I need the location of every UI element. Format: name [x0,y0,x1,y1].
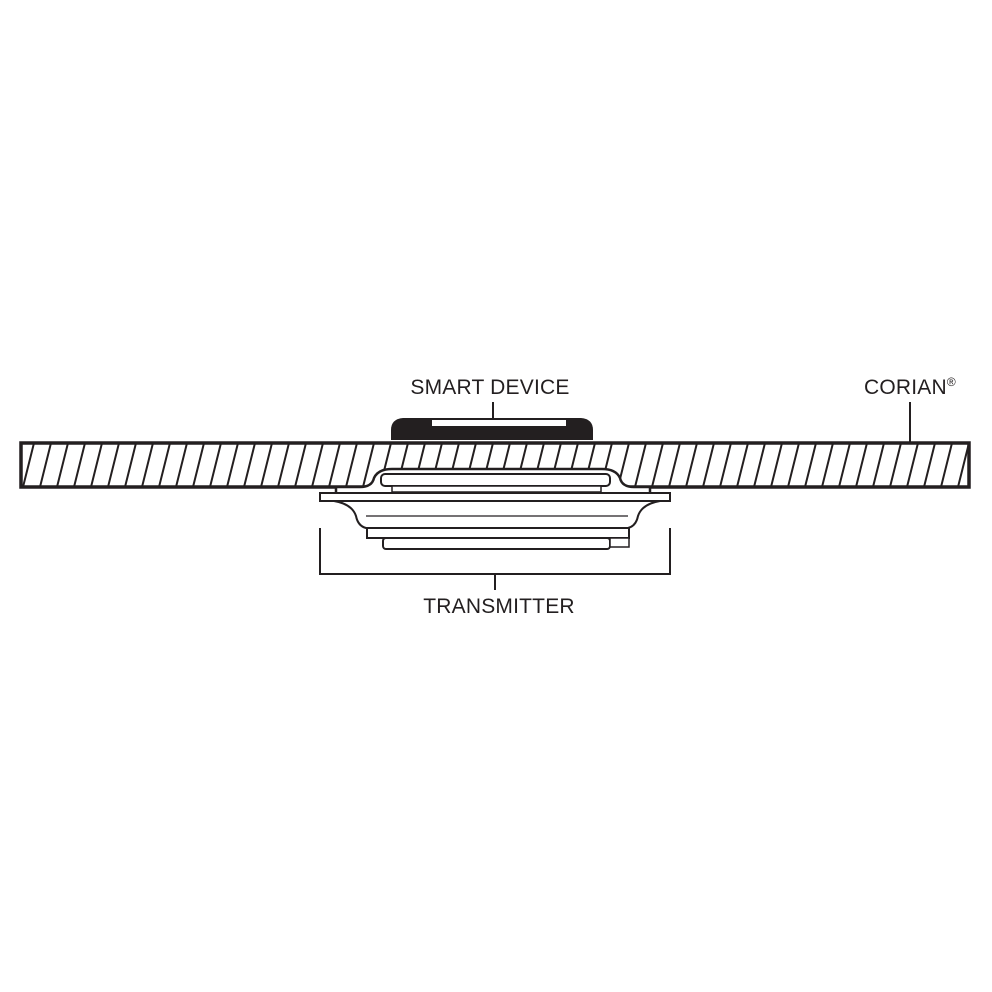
corian-label: CORIAN® [864,375,956,399]
transmitter [319,467,671,550]
smart-device [391,418,593,440]
smart-device-label: SMART DEVICE [410,376,569,399]
transmitter-label: TRANSMITTER [423,595,575,618]
registered-mark: ® [947,375,956,389]
corian-label-text: CORIAN [864,376,947,399]
